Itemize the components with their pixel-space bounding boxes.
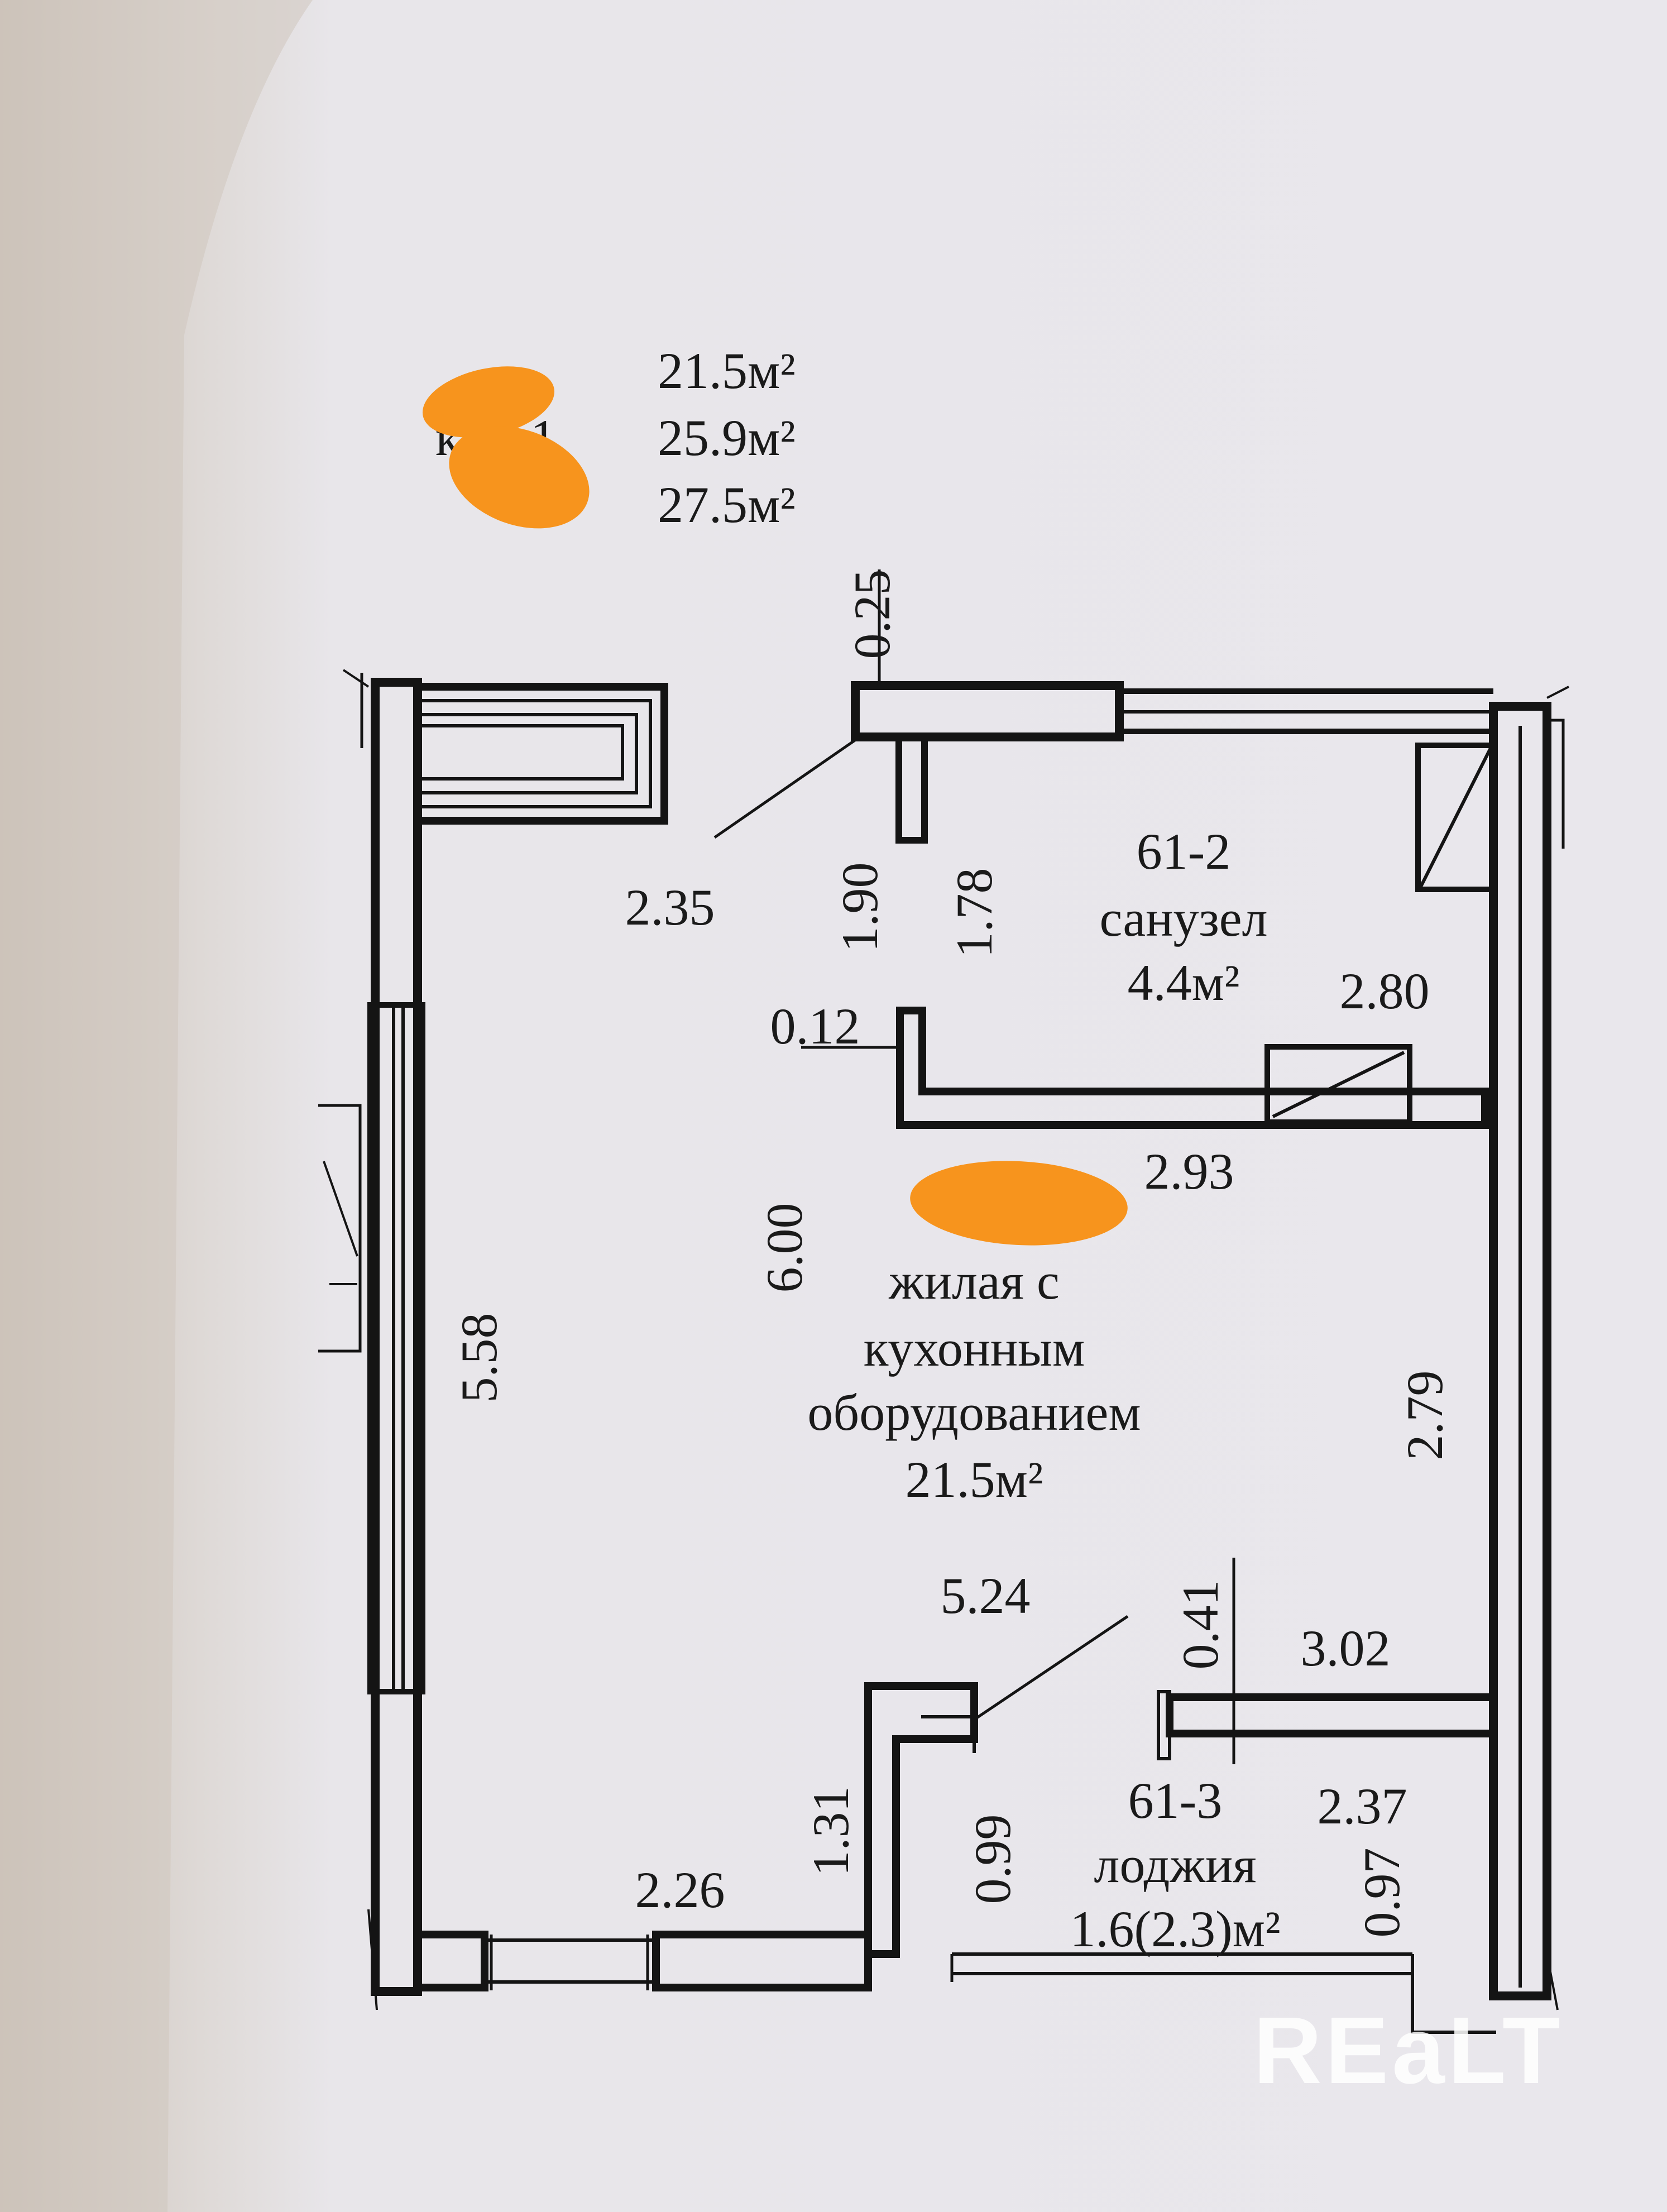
dimension-1-31: 1.31 — [802, 1786, 859, 1876]
dimension-2-80: 2.80 — [1339, 963, 1430, 1019]
dimension-0-12: 0.12 — [770, 998, 860, 1055]
total-area-line-2: 25.9м² — [658, 409, 796, 466]
left-wall — [371, 678, 422, 1996]
loggia-area: 1.6(2.3)м² — [1070, 1900, 1281, 1957]
loggia-number: 61-3 — [1128, 1772, 1223, 1829]
living-name-line-1: жилая с — [889, 1253, 1060, 1310]
living-area: 21.5м² — [905, 1451, 1043, 1508]
dimension-0-97: 0.97 — [1353, 1847, 1410, 1938]
bottom-wall-mid — [652, 1931, 872, 1991]
left-window — [367, 1002, 425, 1694]
dimension-2-37: 2.37 — [1317, 1778, 1407, 1835]
bathroom-door — [1264, 1044, 1412, 1125]
ventilation-shaft — [1415, 743, 1496, 892]
dimension-0-99: 0.99 — [964, 1814, 1021, 1904]
bottom-wall-left — [414, 1931, 488, 1991]
top-left-balcony — [418, 683, 668, 825]
dimension-0-41: 0.41 — [1172, 1579, 1229, 1670]
bathroom-area: 4.4м² — [1127, 954, 1240, 1011]
loggia-name: лоджия — [1094, 1836, 1257, 1893]
dimension-2-35: 2.35 — [625, 879, 715, 936]
living-name-line-3: оборудованием — [807, 1384, 1141, 1441]
dimension-1-90: 1.90 — [831, 862, 888, 952]
bathroom-stub-wall — [895, 734, 928, 844]
bathroom-partition — [896, 1007, 1489, 1129]
dimension-1-78: 1.78 — [946, 868, 1003, 958]
total-area-line-1: 21.5м² — [658, 342, 796, 399]
bathroom-number: 61-2 — [1136, 823, 1231, 880]
bathroom-name: санузел — [1099, 890, 1268, 947]
dimension-2-79: 2.79 — [1396, 1370, 1453, 1461]
paper-shadow — [0, 0, 313, 2212]
dimension-3-02: 3.02 — [1300, 1620, 1391, 1677]
total-area-line-3: 27.5м² — [658, 476, 796, 533]
dimension-0-25: 0.25 — [844, 569, 900, 659]
dimension-5-24: 5.24 — [940, 1567, 1031, 1624]
dimension-2-26: 2.26 — [635, 1861, 725, 1918]
dimension-2-93: 2.93 — [1144, 1143, 1234, 1200]
living-name-line-2: кухонным — [863, 1320, 1085, 1377]
right-wall — [1489, 702, 1551, 2000]
dimension-5-58: 5.58 — [451, 1313, 507, 1403]
dimension-6-00: 6.00 — [756, 1203, 813, 1293]
realt-watermark: REaLT — [1253, 1998, 1564, 2104]
